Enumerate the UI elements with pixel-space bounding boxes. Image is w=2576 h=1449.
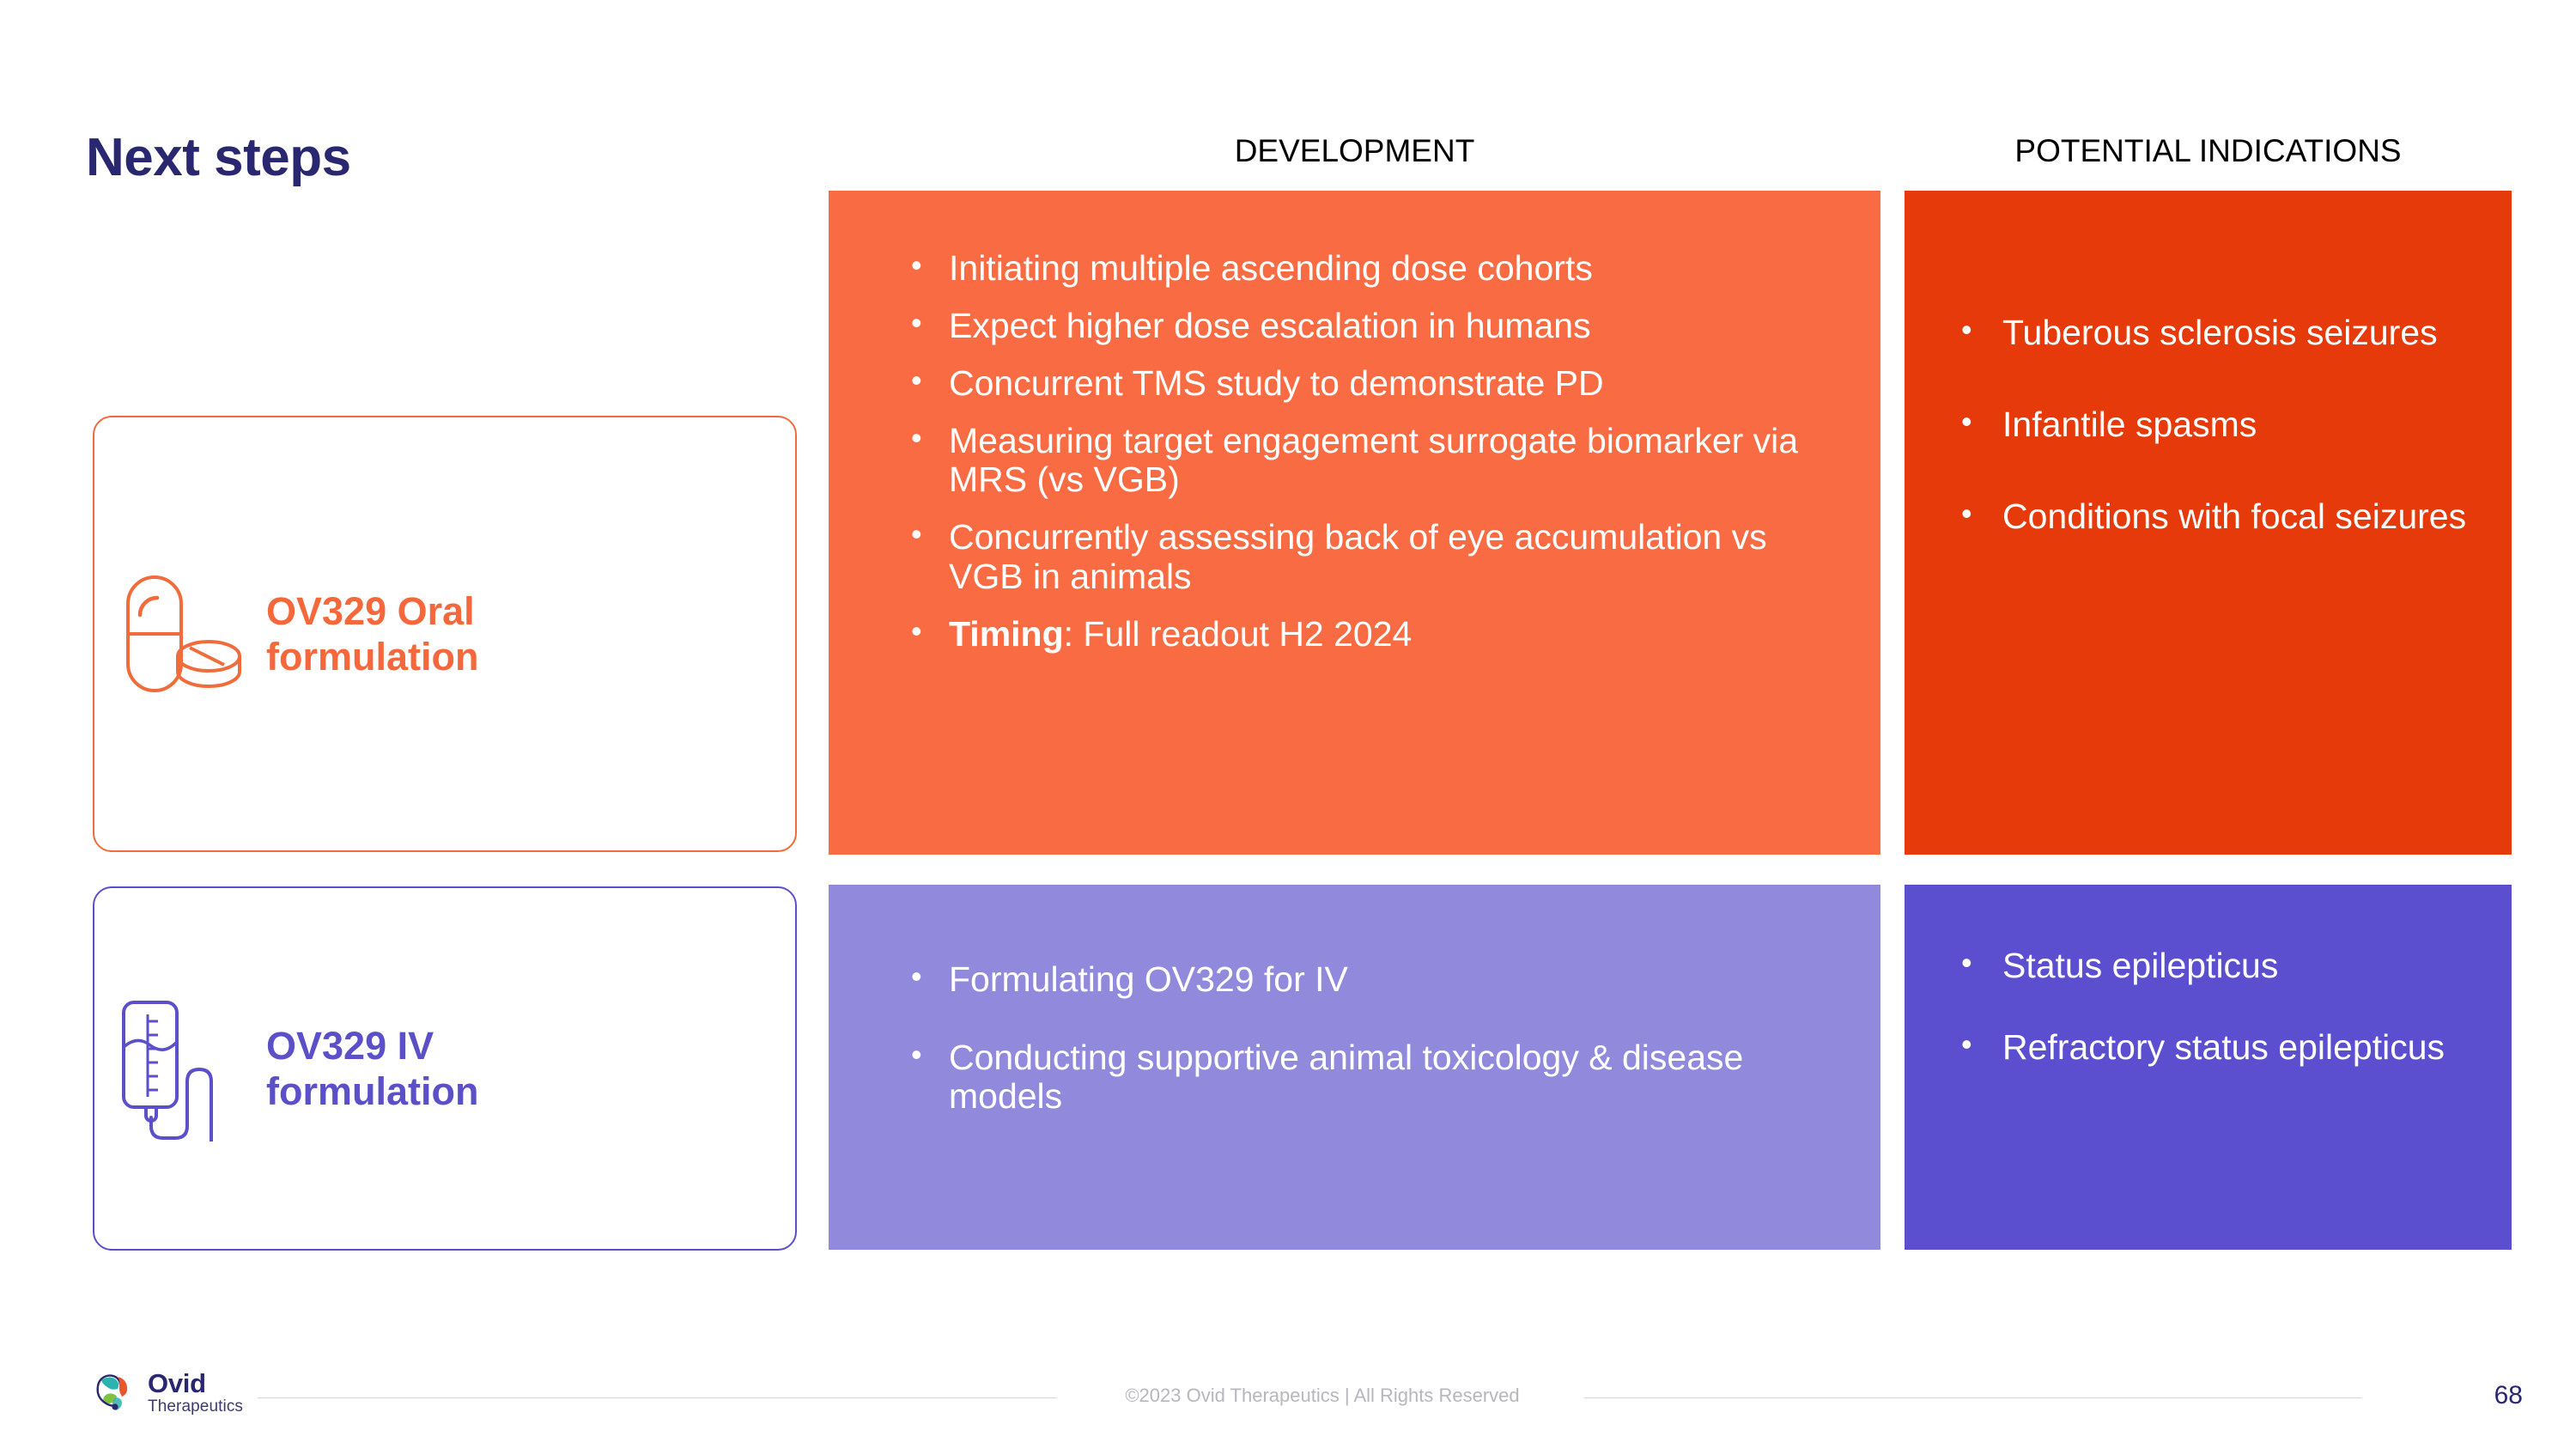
card-ov329-oral[interactable]: OV329 Oral formulation (93, 416, 797, 852)
ovid-therapeutics-logo: Ovid Therapeutics (93, 1369, 243, 1416)
panel-indications-iv: Status epilepticus Refractory status epi… (1905, 885, 2512, 1250)
panel-development-iv: Formulating OV329 for IV Conducting supp… (829, 885, 1880, 1250)
timing-value: : Full readout H2 2024 (1063, 613, 1413, 654)
list-item: Infantile spasms (1949, 404, 2486, 444)
card-label-ov329-iv: OV329 IV formulation (266, 1023, 479, 1113)
list-item: Tuberous sclerosis seizures (1949, 312, 2486, 352)
bullet-list-development-oral: Initiating multiple ascending dose cohor… (829, 191, 1880, 654)
bullet-list-indications-oral: Tuberous sclerosis seizures Infantile sp… (1905, 191, 2512, 536)
column-header-development: DEVELOPMENT (1234, 133, 1475, 168)
logo-name: Ovid (148, 1368, 206, 1398)
list-item: Expect higher dose escalation in humans (896, 305, 1846, 345)
list-item: Initiating multiple ascending dose cohor… (896, 247, 1846, 288)
list-item: Conducting supportive animal toxicology … (896, 1037, 1846, 1116)
brain-swirl-logo-icon (96, 1374, 128, 1410)
panel-development-oral: Initiating multiple ascending dose cohor… (829, 191, 1880, 855)
list-item: Concurrent TMS study to demonstrate PD (896, 362, 1846, 403)
card-ov329-iv[interactable]: OV329 IV formulation (93, 886, 797, 1251)
list-item: Refractory status epilepticus (1949, 1026, 2486, 1067)
list-item: Measuring target engagement surrogate bi… (896, 420, 1846, 499)
list-item: Concurrently assessing back of eye accum… (896, 516, 1846, 595)
footer-rule-left (258, 1397, 1056, 1398)
copyright-notice: ©2023 Ovid Therapeutics | All Rights Res… (1125, 1385, 1520, 1406)
page-number: 68 (2494, 1381, 2523, 1409)
list-item: Status epilepticus (1949, 945, 2486, 985)
iv-bag-drip-icon (94, 995, 266, 1142)
bullet-list-indications-iv: Status epilepticus Refractory status epi… (1905, 885, 2512, 1067)
list-item: Formulating OV329 for IV (896, 959, 1846, 999)
slide-footer: Ovid Therapeutics ©2023 Ovid Therapeutic… (0, 1370, 2576, 1434)
card-label-ov329-oral: OV329 Oral formulation (266, 588, 479, 679)
list-item: Conditions with focal seizures (1949, 496, 2486, 536)
footer-rule-right (1584, 1397, 2361, 1398)
timing-label: Timing (949, 613, 1064, 654)
list-item-timing: Timing: Full readout H2 2024 (896, 613, 1846, 654)
column-header-potential-indications: POTENTIAL INDICATIONS (2014, 133, 2402, 168)
logo-subtitle: Therapeutics (148, 1397, 244, 1416)
panel-indications-oral: Tuberous sclerosis seizures Infantile sp… (1905, 191, 2512, 855)
pill-capsule-tablet-icon (94, 565, 266, 703)
page-title: Next steps (86, 128, 351, 187)
bullet-list-development-iv: Formulating OV329 for IV Conducting supp… (829, 885, 1880, 1116)
